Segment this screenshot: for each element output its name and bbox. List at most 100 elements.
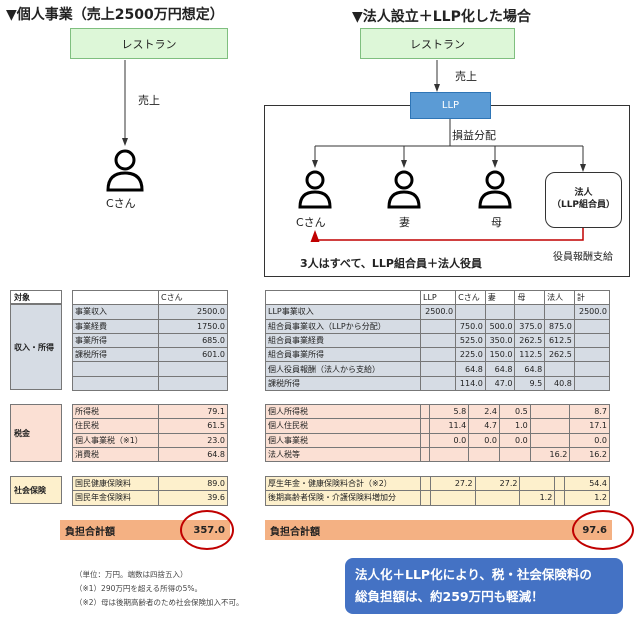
cell-value <box>420 475 431 492</box>
note: （単位：万円。端数は四捨五入） <box>75 570 188 579</box>
cell-value: 8.7 <box>569 403 610 420</box>
cell-value <box>514 304 546 320</box>
row-label: 組合員事業収入（LLPから分配） <box>265 318 421 334</box>
cell-value: 500.0 <box>484 318 516 334</box>
cell-value: 16.2 <box>529 446 571 463</box>
diagram-lines <box>106 60 586 242</box>
row-label: 個人住民税 <box>265 418 421 434</box>
col-header: 母 <box>514 289 546 306</box>
restaurant-box-left: レストラン <box>70 28 228 59</box>
cell-value: 27.2 <box>429 475 476 492</box>
col-header: 妻 <box>484 289 516 306</box>
cell-value: 16.2 <box>569 446 610 463</box>
cell-value: 11.4 <box>428 418 470 434</box>
cell-value: 1.2 <box>564 490 610 506</box>
cell-value: 64.8 <box>158 446 228 463</box>
row-label: 事業経費 <box>72 318 159 334</box>
col-header <box>265 289 421 306</box>
cell-value: 150.0 <box>484 347 516 363</box>
row-label: 消費税 <box>72 446 159 463</box>
cell-value <box>419 347 457 363</box>
table-row <box>72 361 228 377</box>
notes: （単位：万円。端数は四捨五入） （※1）290万円を超える所得の5%。 （※2）… <box>75 568 244 610</box>
restaurant-box-right: レストラン <box>360 28 515 59</box>
sales-label-left: 売上 <box>138 94 160 107</box>
cell-value: 2500.0 <box>419 304 457 320</box>
cell-value: 64.8 <box>455 361 486 377</box>
row-label: 組合員事業所得 <box>265 347 421 363</box>
cell-value: 89.0 <box>158 475 228 492</box>
cell-value: 375.0 <box>514 318 546 334</box>
row-label: 組合員事業経費 <box>265 332 421 349</box>
col-header: 法人 <box>544 289 575 306</box>
cell-value: 225.0 <box>455 347 486 363</box>
left-title: ▼個人事業（売上2500万円想定） <box>6 7 224 23</box>
llp-box: LLP <box>410 92 491 119</box>
col-header: LLP <box>419 289 457 306</box>
callout-line: 総負担額は、約259万円も軽減！ <box>355 589 544 604</box>
row-label: 課税所得 <box>265 375 421 392</box>
row-label: 厚生年金・健康保険料合計（※2） <box>265 475 421 492</box>
row-label: 個人事業税 <box>265 432 421 448</box>
cell-value <box>529 403 571 420</box>
highlight-circle <box>572 510 634 550</box>
pay-arrow <box>310 228 584 242</box>
cell-value <box>529 432 571 448</box>
cell-value <box>573 361 611 377</box>
cell-value: 23.0 <box>158 432 228 448</box>
cell-value <box>419 332 457 349</box>
cell-value <box>573 318 611 334</box>
cell-value <box>420 446 430 463</box>
row-label: 個人役員報酬（法人から支給） <box>265 361 421 377</box>
table-row: 個人事業税（※1）23.0 <box>72 432 228 448</box>
cell-value: 54.4 <box>564 475 610 492</box>
cell-value: 0.0 <box>468 432 501 448</box>
distribution-label: 損益分配 <box>452 129 496 142</box>
cell-value <box>499 446 531 463</box>
cell-value: 61.5 <box>158 418 228 434</box>
cell-value <box>573 347 611 363</box>
sales-label-right: 売上 <box>455 70 477 83</box>
cell-value <box>158 375 228 392</box>
cell-value: 262.5 <box>514 332 546 349</box>
pay-label: 役員報酬支給 <box>553 252 613 263</box>
cell-value: 27.2 <box>474 475 521 492</box>
row-label: 個人事業税（※1） <box>72 432 159 448</box>
members-note: 3人はすべて、LLP組合員＋法人役員 <box>300 257 482 270</box>
row-label: 住民税 <box>72 418 159 434</box>
cell-value: 0.0 <box>428 432 470 448</box>
cell-value: 47.0 <box>484 375 516 392</box>
right-title: ▼法人設立＋LLP化した場合 <box>352 9 531 25</box>
person-label-mother: 母 <box>491 216 502 229</box>
cell-value <box>554 490 566 506</box>
cell-value <box>573 332 611 349</box>
cell-value <box>429 490 476 506</box>
cell-value: 2500.0 <box>158 304 228 320</box>
cell-value <box>468 446 501 463</box>
cell-value <box>554 475 566 492</box>
row-label: 法人税等 <box>265 446 421 463</box>
corp-box: 法人（LLP組合員） <box>545 172 622 228</box>
cell-value: 262.5 <box>544 347 575 363</box>
row-label <box>72 361 159 377</box>
callout-line: 法人化＋LLP化により、税・社会保険料の <box>355 567 592 582</box>
person-label-left: Cさん <box>106 197 136 210</box>
row-label: LLP事業収入 <box>265 304 421 320</box>
cell-value <box>544 304 575 320</box>
cell-value <box>420 418 430 434</box>
